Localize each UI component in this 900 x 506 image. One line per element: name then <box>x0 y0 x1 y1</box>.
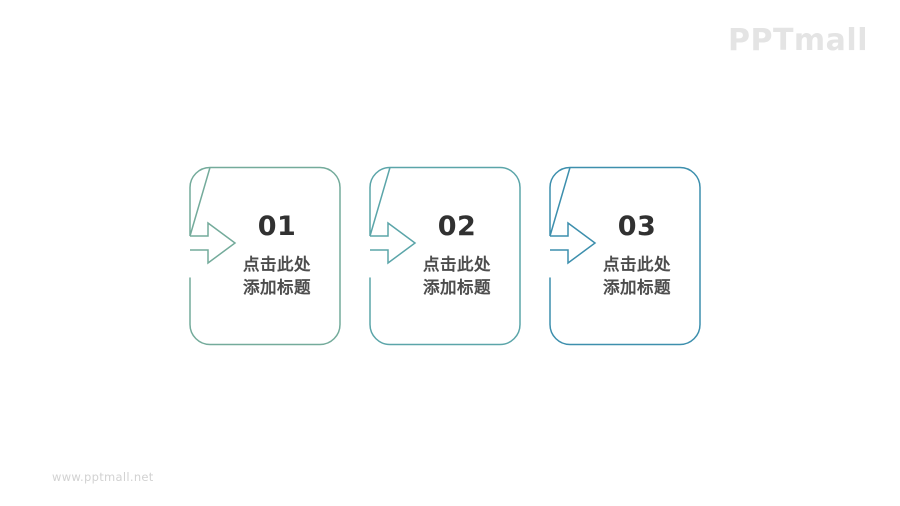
card-title-line1-03: 点击此处 <box>603 254 671 274</box>
card-title-line2-01: 添加标题 <box>243 278 311 297</box>
footer-watermark: www.pptmall.net <box>52 470 154 484</box>
pptmall-logo: PPTmall <box>727 23 868 58</box>
card-content-02: 02 点击此处 添加标题 <box>370 166 530 346</box>
card-title-01: 点击此处 添加标题 <box>243 253 311 300</box>
card-title-03: 点击此处 添加标题 <box>603 253 671 300</box>
card-title-line2-02: 添加标题 <box>423 278 491 297</box>
card-number-03: 03 <box>617 210 657 242</box>
card-title-line1-01: 点击此处 <box>243 254 311 274</box>
card-title-line2-03: 添加标题 <box>603 278 671 297</box>
card-number-02: 02 <box>437 210 477 242</box>
card-number-01: 01 <box>257 210 297 242</box>
process-card-01[interactable]: 01 点击此处 添加标题 <box>189 166 350 346</box>
card-title-02: 点击此处 添加标题 <box>423 253 491 300</box>
process-cards-row: 01 点击此处 添加标题 02 点击此处 添加标题 <box>189 166 710 346</box>
card-content-03: 03 点击此处 添加标题 <box>550 166 710 346</box>
process-card-03[interactable]: 03 点击此处 添加标题 <box>549 166 710 346</box>
process-card-02[interactable]: 02 点击此处 添加标题 <box>369 166 530 346</box>
card-title-line1-02: 点击此处 <box>423 254 491 274</box>
card-content-01: 01 点击此处 添加标题 <box>190 166 350 346</box>
